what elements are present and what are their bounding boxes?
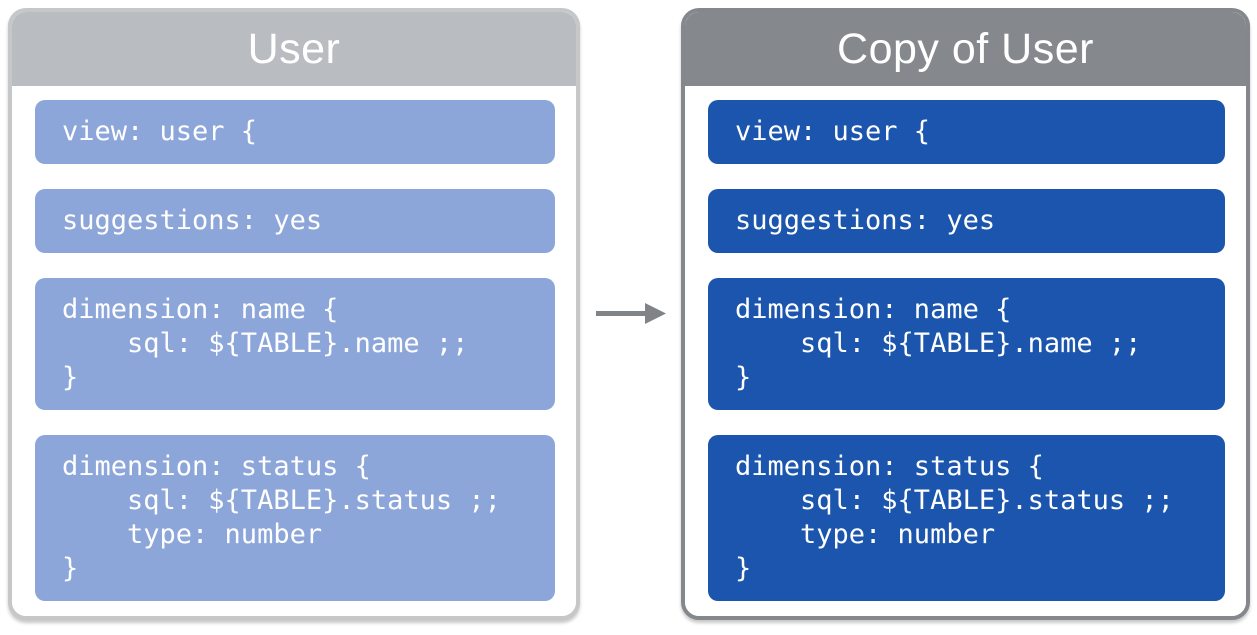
copy-of-user-view-panel-header: Copy of User [685, 12, 1246, 86]
copy-of-user-view-panel-title: Copy of User [837, 24, 1094, 73]
code-block-dimension-status: dimension: status { sql: ${TABLE}.status… [35, 435, 555, 601]
code-block-dimension-status: dimension: status { sql: ${TABLE}.status… [708, 435, 1225, 601]
copy-arrow-icon [596, 303, 666, 324]
code-block-dimension-name: dimension: name { sql: ${TABLE}.name ;; … [708, 278, 1225, 410]
code-block-suggestions: suggestions: yes [708, 189, 1225, 253]
copy-of-user-view-panel: Copy of User view: user { suggestions: y… [681, 8, 1250, 620]
code-block-suggestions: suggestions: yes [35, 189, 555, 253]
user-view-panel-header: User [12, 12, 576, 86]
user-view-panel-body: view: user { suggestions: yes dimension:… [12, 86, 576, 616]
user-view-panel: User view: user { suggestions: yes dimen… [8, 8, 580, 620]
code-block-view-declaration: view: user { [708, 100, 1225, 164]
copy-of-user-view-panel-body: view: user { suggestions: yes dimension:… [685, 86, 1246, 616]
code-block-view-declaration: view: user { [35, 100, 555, 164]
code-block-dimension-name: dimension: name { sql: ${TABLE}.name ;; … [35, 278, 555, 410]
user-view-panel-title: User [247, 24, 341, 73]
